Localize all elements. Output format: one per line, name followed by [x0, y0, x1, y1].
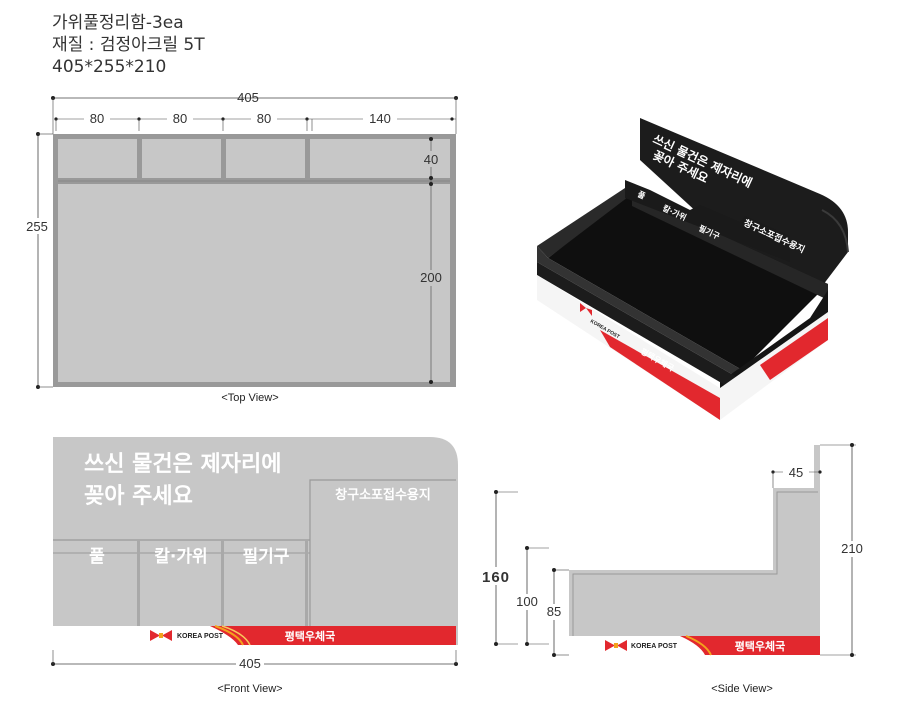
top-width-label: 405 — [237, 90, 259, 105]
compartment-1-width: 80 — [90, 111, 104, 126]
front-view: 쓰신 물건은 제자리에 꽂아 주세요 창구소포접수용지 풀 칼·가위 필기구 K… — [51, 437, 458, 695]
front-slot-label-1: 풀 — [89, 547, 105, 567]
spec-header: 가위풀정리함-3ea 재질 : 검정아크릴 5T 405*255*210 — [52, 12, 205, 78]
front-back-text-1: 쓰신 물건은 제자리에 — [84, 452, 281, 477]
side-height-210: 210 — [841, 541, 863, 556]
korea-post-logo — [605, 640, 627, 651]
front-office-text: 평택우체국 — [285, 629, 336, 643]
top-view: 405 80 80 80 140 255 — [24, 90, 458, 404]
korea-post-logo — [150, 630, 172, 641]
size-spec: 405*255*210 — [52, 57, 167, 77]
top-view-caption: <Top View> — [221, 392, 278, 404]
compartment-3-width: 80 — [257, 111, 271, 126]
compartment-2-width: 80 — [173, 111, 187, 126]
side-height-85: 85 — [547, 604, 561, 619]
iso-slot-label-1: 풀 — [636, 189, 647, 201]
side-office-text: 평택우체국 — [735, 639, 786, 653]
front-back-text-2: 꽂아 주세요 — [84, 484, 193, 509]
product-name: 가위풀정리함-3ea — [52, 13, 184, 33]
korea-post-logo — [580, 303, 592, 316]
compartment-4-width: 140 — [369, 111, 391, 126]
side-top-depth-label: 45 — [789, 465, 803, 480]
front-view-caption: <Front View> — [217, 683, 282, 695]
side-height-100: 100 — [516, 594, 538, 609]
front-slot-label-2: 칼·가위 — [154, 547, 207, 567]
front-depth-label: 40 — [424, 152, 438, 167]
material-spec: 재질 : 검정아크릴 5T — [52, 35, 205, 55]
isometric-render: KOREA POST 평택우체국 쓰신 물건은 제자리에 꽂아 주세요 풀 칼·… — [537, 118, 849, 420]
side-view: KOREA POST 평택우체국 45 210 160 100 — [475, 443, 868, 695]
front-width-label: 405 — [239, 656, 261, 671]
rear-depth-label: 200 — [420, 270, 442, 285]
front-slot-label-3: 필기구 — [243, 547, 290, 567]
top-height-label: 255 — [26, 219, 48, 234]
side-view-caption: <Side View> — [711, 683, 773, 695]
side-brand-text: KOREA POST — [631, 643, 678, 650]
front-brand-text: KOREA POST — [177, 633, 224, 640]
front-right-label: 창구소포접수용지 — [335, 487, 431, 503]
side-height-160: 160 — [482, 569, 510, 586]
